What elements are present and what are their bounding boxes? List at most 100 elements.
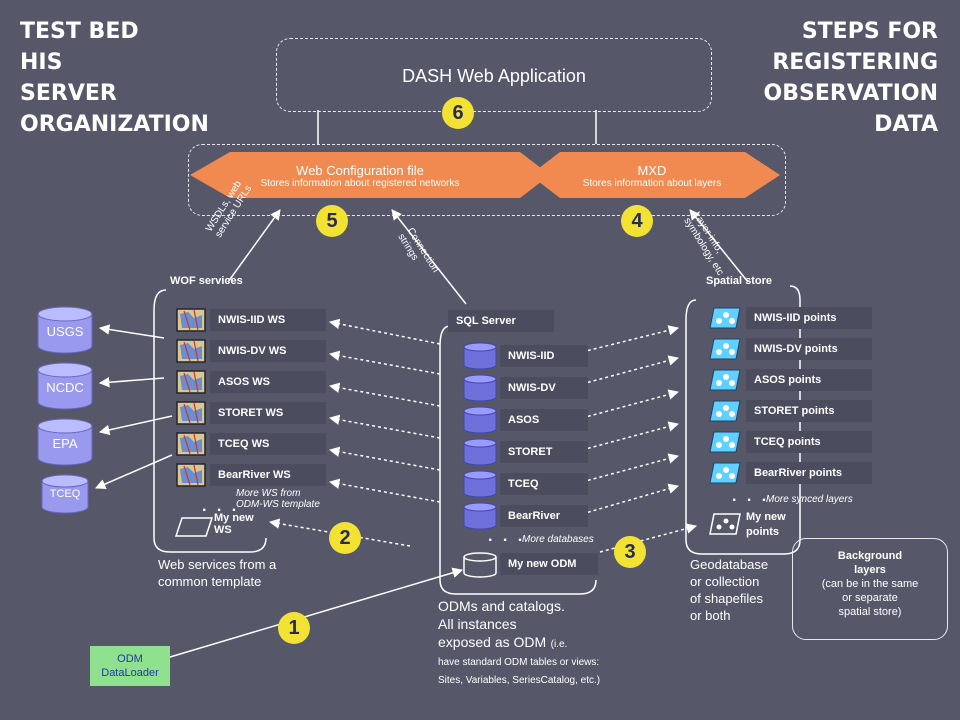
config-container <box>188 144 786 216</box>
sql-db-item: STORET <box>462 438 588 466</box>
wof-service-item: BearRiver WS <box>176 463 326 487</box>
spatial-ellipsis: . . . <box>732 488 770 505</box>
right-title: STEPS FOR REGISTERING OBSERVATION DATA <box>763 19 938 137</box>
sql-ellipsis: . . . <box>488 528 526 545</box>
sql-more: More databases <box>522 534 594 545</box>
map-icon <box>176 308 206 332</box>
wof-ellipsis: . . . <box>202 498 240 515</box>
wof-service-label: TCEQ WS <box>210 433 326 455</box>
database-icon <box>463 374 497 402</box>
point-layer-icon <box>709 369 741 391</box>
sql-db-label: STORET <box>500 441 588 463</box>
step-badge-3: 3 <box>614 536 646 568</box>
sql-caption: ODMs and catalogs. All instances exposed… <box>438 598 698 688</box>
database-icon <box>463 470 497 498</box>
wof-service-label: STORET WS <box>210 402 326 424</box>
spatial-layer-item: STORET points <box>708 399 872 423</box>
wof-service-label: BearRiver WS <box>210 464 326 486</box>
left-title: TEST BED HIS SERVER ORGANIZATION <box>20 19 209 137</box>
map-icon <box>176 370 206 394</box>
point-layer-icon <box>709 462 741 484</box>
web-config: Web Configuration file Stores informatio… <box>230 163 490 189</box>
sql-db-item: NWIS-IID <box>462 342 588 370</box>
config-shapes <box>190 152 780 198</box>
map-icon <box>176 339 206 363</box>
wof-new: My new WS <box>214 512 254 536</box>
wof-service-label: ASOS WS <box>210 371 326 393</box>
dash-app-label: DASH Web Application <box>402 66 586 86</box>
spatial-caption: Geodatabase or collection of shapefiles … <box>690 557 769 623</box>
spatial-layer-label: TCEQ points <box>746 431 872 453</box>
sql-bracket <box>439 325 597 595</box>
map-icon <box>176 432 206 456</box>
point-layer-icon <box>709 307 741 329</box>
sql-db-label: ASOS <box>500 409 588 431</box>
sql-db-item: BearRiver <box>462 502 588 530</box>
external-db-label: NCDC <box>46 380 84 395</box>
background-layers-box: Background layers (can be in the same or… <box>792 538 948 640</box>
sql-db-label: NWIS-IID <box>500 345 588 367</box>
mxd-title: MXD <box>637 163 667 178</box>
background-layers-note: (can be in the same or separate spatial … <box>821 578 919 618</box>
sql-caption-main: ODMs and catalogs. All instances exposed… <box>438 598 565 650</box>
spatial-layer-label: BearRiver points <box>746 462 872 484</box>
mxd-shape <box>530 152 780 198</box>
database-icon <box>37 362 93 410</box>
spatial-layer-label: NWIS-IID points <box>746 307 872 329</box>
wof-service-label: NWIS-IID WS <box>210 309 326 331</box>
step-badge-1: 1 <box>278 612 310 644</box>
dash-app-box: DASH Web Application <box>276 38 712 112</box>
point-layer-icon <box>709 338 741 360</box>
database-icon <box>463 438 497 466</box>
sql-db-item: TCEQ <box>462 470 588 498</box>
spatial-new: My new points <box>746 511 786 538</box>
step-badge-2: 2 <box>329 522 361 554</box>
sql-new: My new ODM <box>500 553 598 575</box>
sql-db-label: NWIS-DV <box>500 377 588 399</box>
spatial-layer-label: ASOS points <box>746 369 872 391</box>
step-badge-4: 4 <box>621 205 653 237</box>
new-odm-icon <box>463 552 497 578</box>
external-db-epa: EPA <box>36 418 94 471</box>
wof-caption: Web services from a common template <box>158 557 277 589</box>
wof-service-item: TCEQ WS <box>176 432 326 456</box>
sql-caption-tail: Sites, Variables, SeriesCatalog, etc.) <box>438 675 601 686</box>
sql-caption-ie: (i.e. have standard ODM tables or views: <box>438 639 600 668</box>
spatial-layer-item: NWIS-DV points <box>708 337 872 361</box>
spatial-layer-label: STORET points <box>746 400 872 422</box>
map-icon <box>176 463 206 487</box>
wof-bracket <box>153 289 267 553</box>
wof-more: More WS from ODM-WS template <box>236 488 320 510</box>
spatial-layer-item: TCEQ points <box>708 430 872 454</box>
wof-service-item: NWIS-DV WS <box>176 339 326 363</box>
sql-db-label: BearRiver <box>500 505 588 527</box>
step-badge-5: 5 <box>316 205 348 237</box>
database-icon <box>463 342 497 370</box>
background-layers-title: Background layers <box>837 550 903 576</box>
wof-header: WOF services <box>170 275 243 287</box>
web-config-shape <box>190 152 550 198</box>
map-icon <box>176 401 206 425</box>
database-icon <box>37 418 93 466</box>
external-db-label: EPA <box>52 436 78 451</box>
spatial-more: More synced layers <box>766 494 853 505</box>
external-db-label: USGS <box>46 324 84 339</box>
step-badge-6: 6 <box>442 97 474 129</box>
database-icon <box>463 406 497 434</box>
new-ws-icon <box>174 517 214 537</box>
external-db-usgs: USGS <box>36 306 94 359</box>
point-layer-icon <box>709 400 741 422</box>
point-layer-icon <box>709 431 741 453</box>
database-icon <box>37 306 93 354</box>
new-points-icon <box>709 513 741 535</box>
wof-service-item: ASOS WS <box>176 370 326 394</box>
database-icon <box>463 502 497 530</box>
mxd: MXD Stores information about layers <box>562 163 742 189</box>
sql-db-item: ASOS <box>462 406 588 434</box>
wof-service-item: NWIS-IID WS <box>176 308 326 332</box>
web-config-subtitle: Stores information about registered netw… <box>260 178 460 189</box>
spatial-layer-item: ASOS points <box>708 368 872 392</box>
database-icon <box>41 474 89 514</box>
